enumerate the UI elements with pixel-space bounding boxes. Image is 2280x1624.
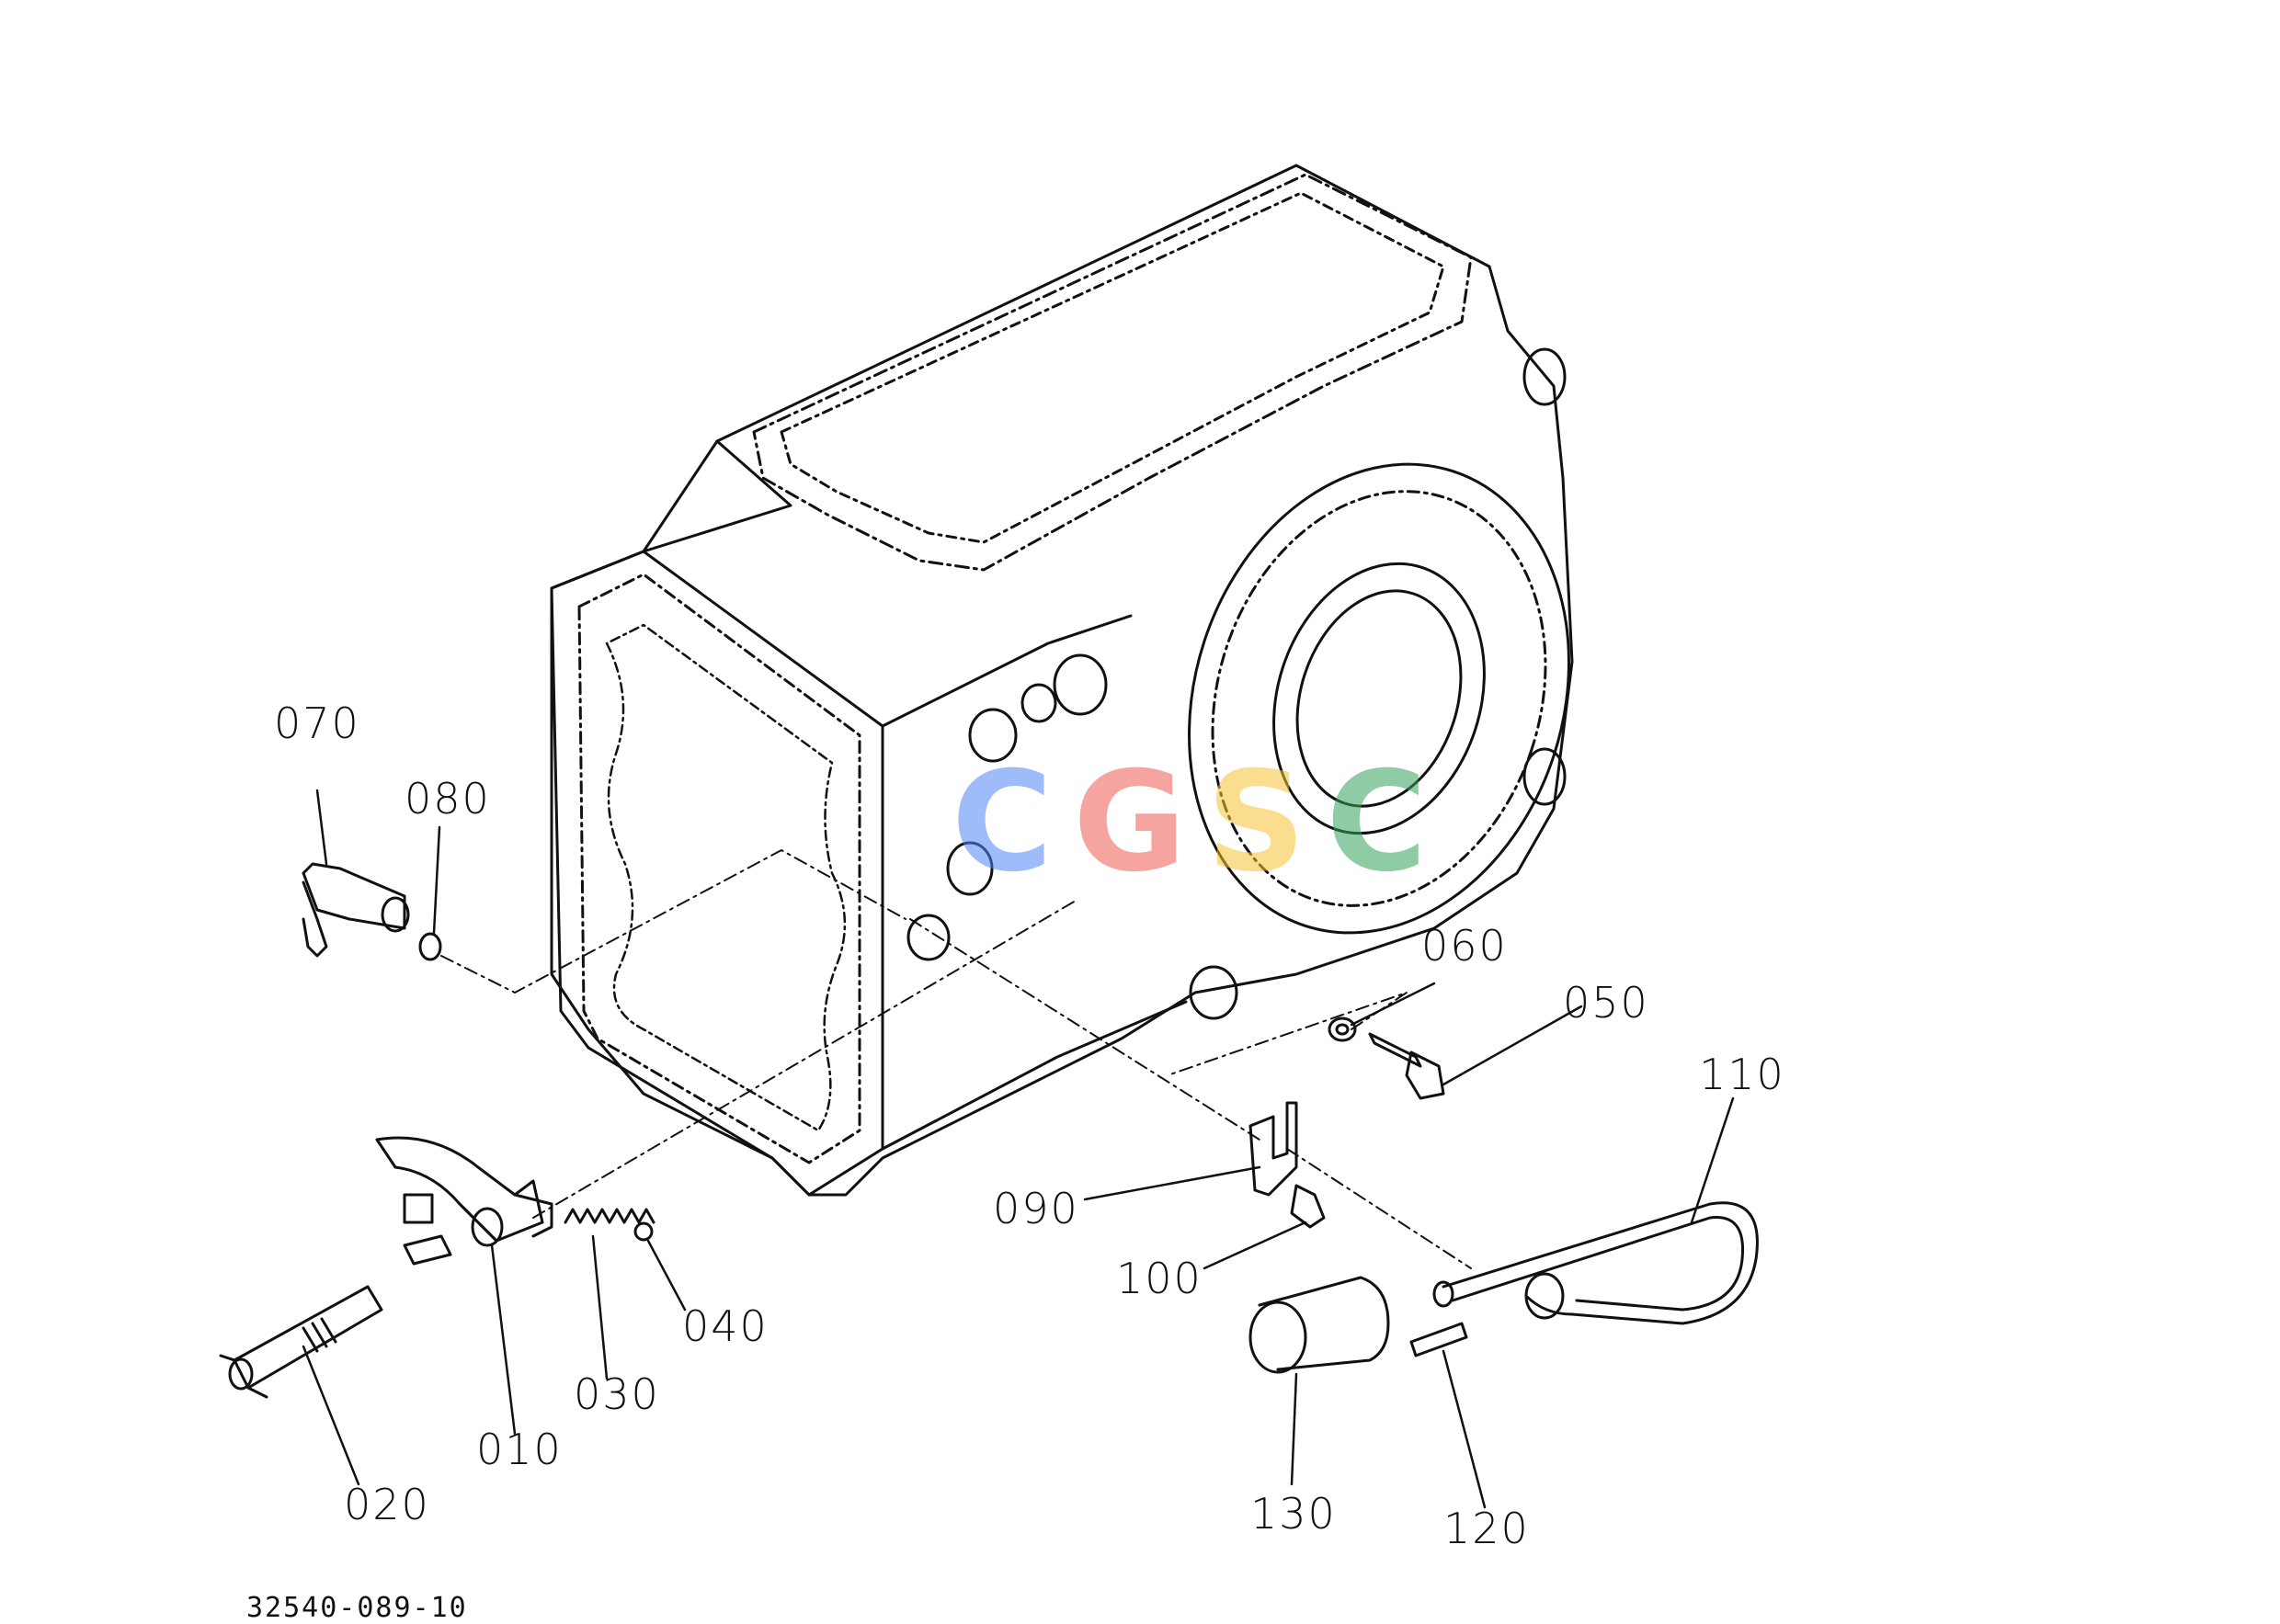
leader-050 bbox=[1442, 1005, 1583, 1086]
drawing-number: 32540-089-10 bbox=[246, 1592, 468, 1624]
leader-060 bbox=[1350, 982, 1436, 1027]
leader-020 bbox=[302, 1345, 360, 1486]
callout-070: 070 bbox=[274, 698, 360, 748]
callout-030: 030 bbox=[574, 1369, 660, 1419]
part-090-bracket bbox=[1248, 1101, 1298, 1197]
callout-050: 050 bbox=[1563, 978, 1649, 1028]
watermark-letter-g: G bbox=[1073, 743, 1207, 903]
callout-060: 060 bbox=[1421, 921, 1508, 971]
callout-020: 020 bbox=[344, 1480, 430, 1529]
leader-010 bbox=[490, 1244, 517, 1436]
watermark-letter-c2: C bbox=[1326, 743, 1448, 903]
callout-090: 090 bbox=[993, 1184, 1079, 1233]
leader-100 bbox=[1203, 1221, 1307, 1270]
watermark-letter-s: S bbox=[1206, 743, 1327, 903]
leader-120 bbox=[1442, 1349, 1487, 1509]
part-030-spring bbox=[564, 1208, 656, 1224]
assembly-lines bbox=[440, 849, 1472, 1269]
part-130-knob bbox=[1248, 1276, 1390, 1374]
watermark-letter-c1: C bbox=[952, 743, 1074, 903]
part-060-washer bbox=[1328, 1016, 1357, 1042]
leader-090 bbox=[1083, 1165, 1261, 1201]
leader-080 bbox=[432, 825, 441, 935]
callout-100: 100 bbox=[1116, 1254, 1203, 1303]
cgsc-watermark: CGSC bbox=[952, 754, 1447, 891]
callout-010: 010 bbox=[476, 1425, 563, 1474]
callout-130: 130 bbox=[1250, 1489, 1337, 1539]
part-070-shift-arm bbox=[302, 862, 410, 958]
transmission-case bbox=[550, 164, 1574, 1197]
leader-040 bbox=[646, 1239, 687, 1312]
leader-110 bbox=[1690, 1096, 1735, 1224]
leader-lines bbox=[302, 789, 1735, 1509]
leader-070 bbox=[315, 789, 328, 866]
callout-040: 040 bbox=[682, 1301, 769, 1351]
callout-120: 120 bbox=[1443, 1504, 1530, 1553]
part-040-ball bbox=[633, 1221, 654, 1242]
part-010-shift-fork bbox=[375, 1136, 553, 1266]
part-120-pin bbox=[1409, 1322, 1468, 1357]
part-100-bolt bbox=[1290, 1184, 1326, 1229]
callout-110: 110 bbox=[1699, 1050, 1785, 1099]
part-020-shift-rod bbox=[219, 1285, 383, 1399]
leader-130 bbox=[1290, 1372, 1298, 1486]
part-080-o-ring bbox=[418, 932, 442, 961]
leader-030 bbox=[591, 1234, 609, 1380]
part-110-lever bbox=[1432, 1201, 1759, 1325]
callout-080: 080 bbox=[405, 774, 491, 823]
part-050-bolt bbox=[1368, 1032, 1445, 1100]
